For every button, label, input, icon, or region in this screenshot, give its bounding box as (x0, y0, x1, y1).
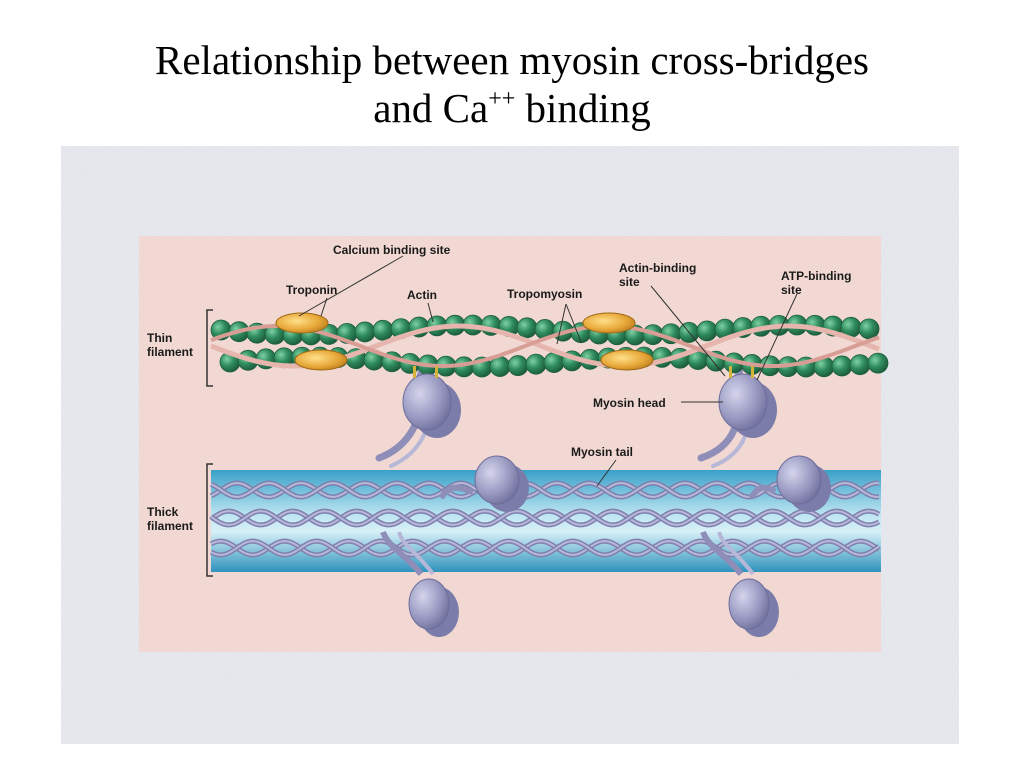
actin-binding-site-leader (650, 285, 726, 377)
actin-binding-peg (413, 366, 416, 378)
actin-bead (849, 354, 871, 376)
label-thin-filament-2: filament (147, 345, 193, 359)
troponin-complex (294, 349, 348, 371)
thick-filament-myosin-heads (438, 455, 831, 512)
label-troponin: Troponin (286, 283, 337, 297)
troponin-leader (320, 297, 328, 317)
troponin-complex (275, 312, 329, 334)
actin-bead (507, 355, 529, 376)
label-atp-binding-site-2: site (781, 283, 802, 297)
myosin-head (474, 455, 520, 505)
actin-binding-peg (729, 366, 732, 378)
actin-bead (372, 319, 394, 341)
label-calcium-binding-site: Calcium binding site (333, 243, 451, 257)
troponin-complex (582, 312, 636, 334)
myosin-tail-leader (596, 459, 617, 487)
label-thick-filament-2: filament (147, 519, 193, 533)
title-line-2-suffix: binding (515, 85, 651, 131)
label-atp-binding-site-1: ATP-binding (781, 269, 851, 283)
myosin-neck (380, 530, 424, 576)
label-myosin-tail: Myosin tail (571, 445, 633, 459)
thick-filament-bracket (206, 463, 213, 577)
myosin-neck-highlight (717, 531, 755, 576)
myosin-neck (438, 484, 475, 500)
myosin-tail-strand-highlight (210, 482, 879, 498)
actin-bead (516, 317, 538, 339)
label-tropomyosin: Tropomyosin (507, 287, 582, 301)
thin-filament-bracket (206, 309, 213, 387)
figure-frame: Calcium binding site Troponin Actin Trop… (61, 146, 959, 744)
myosin-tail-strand-highlight (210, 510, 880, 526)
attached-myosin-heads (402, 366, 777, 438)
leader-lines (298, 255, 798, 487)
diagram-labels: Calcium binding site Troponin Actin Trop… (147, 243, 851, 533)
actin-bead (858, 318, 880, 340)
label-thick-filament-1: Thick (147, 505, 179, 519)
thin-filament (210, 312, 889, 378)
title-line-2-prefix: and Ca (373, 85, 489, 131)
attached-myosin-head (718, 373, 768, 431)
myosin-head (408, 578, 450, 630)
actin-bead (696, 320, 718, 342)
tropomyosin-strand (210, 324, 880, 369)
myosin-tail-strands (209, 480, 881, 558)
tropomyosin-leader-2 (565, 303, 582, 343)
title-superscript: ++ (488, 86, 516, 112)
myosin-neck (700, 530, 744, 576)
atp-binding-site-leader (756, 293, 798, 381)
myosin-tail-strand-highlight (210, 540, 880, 556)
title-line-2: and Ca++ binding (0, 84, 1024, 132)
myosin-tail-strand-highlight (210, 540, 880, 556)
actin-bead (867, 352, 889, 374)
attached-myosin-head (402, 373, 452, 431)
myosin-head (776, 455, 822, 505)
actin-bead (831, 355, 853, 377)
myosin-head (728, 578, 770, 630)
myosin-tail-strand-highlight (210, 510, 880, 526)
calcium-site-leader (298, 255, 404, 317)
atp-binding-peg (435, 366, 438, 378)
myosin-neck-highlight (397, 531, 435, 576)
myosin-neck (748, 484, 777, 500)
slide-title: Relationship between myosin cross-bridge… (0, 36, 1024, 132)
sarcomere-diagram: Calcium binding site Troponin Actin Trop… (61, 146, 959, 744)
label-actin: Actin (407, 288, 437, 302)
tropomyosin-leader-1 (556, 303, 567, 345)
troponin-complex (600, 349, 654, 371)
label-actin-binding-site-1: Actin-binding (619, 261, 696, 275)
actin-bead (354, 321, 376, 343)
title-line-1: Relationship between myosin cross-bridge… (155, 37, 869, 83)
label-actin-binding-site-2: site (619, 275, 640, 289)
label-thin-filament-1: Thin (147, 331, 172, 345)
lower-myosin-heads (380, 530, 779, 637)
actin-leader (427, 302, 434, 323)
atp-binding-peg (751, 366, 754, 378)
actin-bead (525, 353, 547, 375)
label-myosin-head: Myosin head (593, 396, 666, 410)
